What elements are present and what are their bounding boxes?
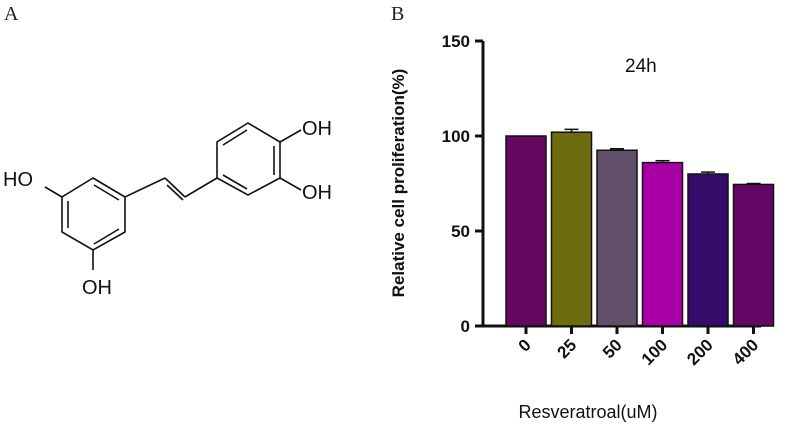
left-ring-double-bond [93,228,120,245]
vinyl-bond [184,177,218,198]
vinyl-double-bond-inner [166,184,184,201]
resveratrol-structure [44,122,302,270]
chart-annotation: 24h [625,56,657,77]
ho-label: HO [3,169,33,191]
left-ring [61,177,126,251]
bar-chart: 0 50 100 150 0 25 50 100 200 400 [442,32,775,369]
oh-bond [279,129,302,143]
right-ring [216,122,281,196]
bar-400 [732,183,775,327]
oh-bond [279,177,302,191]
bar-100 [641,161,684,327]
right-ring-double-bond [222,129,248,146]
bar-25 [550,131,593,327]
x-tick-label: 25 [554,335,581,362]
left-ring-double-bond [93,184,120,201]
oh-label: OH [82,277,112,299]
y-tick-label: 0 [461,317,470,336]
bar-0 [505,135,547,327]
x-tick-label: 200 [683,335,716,368]
y-axis-label: Relative cell proliferation(%) [389,69,408,298]
oh-label: OH [302,118,332,140]
bar-50 [596,149,638,327]
vinyl-bond [124,177,166,198]
bar-200 [687,173,729,327]
y-tick-label: 150 [442,32,470,51]
right-ring-double-bond [222,174,248,190]
x-tick-label: 0 [515,335,535,355]
oh-label: OH [302,182,332,204]
vinyl-double-bond [164,177,186,198]
x-tick-label: 400 [729,335,762,368]
panel-label-b: B [391,3,404,25]
panel-label-a: A [4,3,19,25]
x-tick-label: 50 [599,335,626,362]
x-axis-label: Resveratroal(uM) [518,402,657,422]
y-tick-label: 50 [451,222,470,241]
ho-bond [44,186,63,198]
x-tick-label: 100 [638,335,671,368]
y-tick-label: 100 [442,127,470,146]
